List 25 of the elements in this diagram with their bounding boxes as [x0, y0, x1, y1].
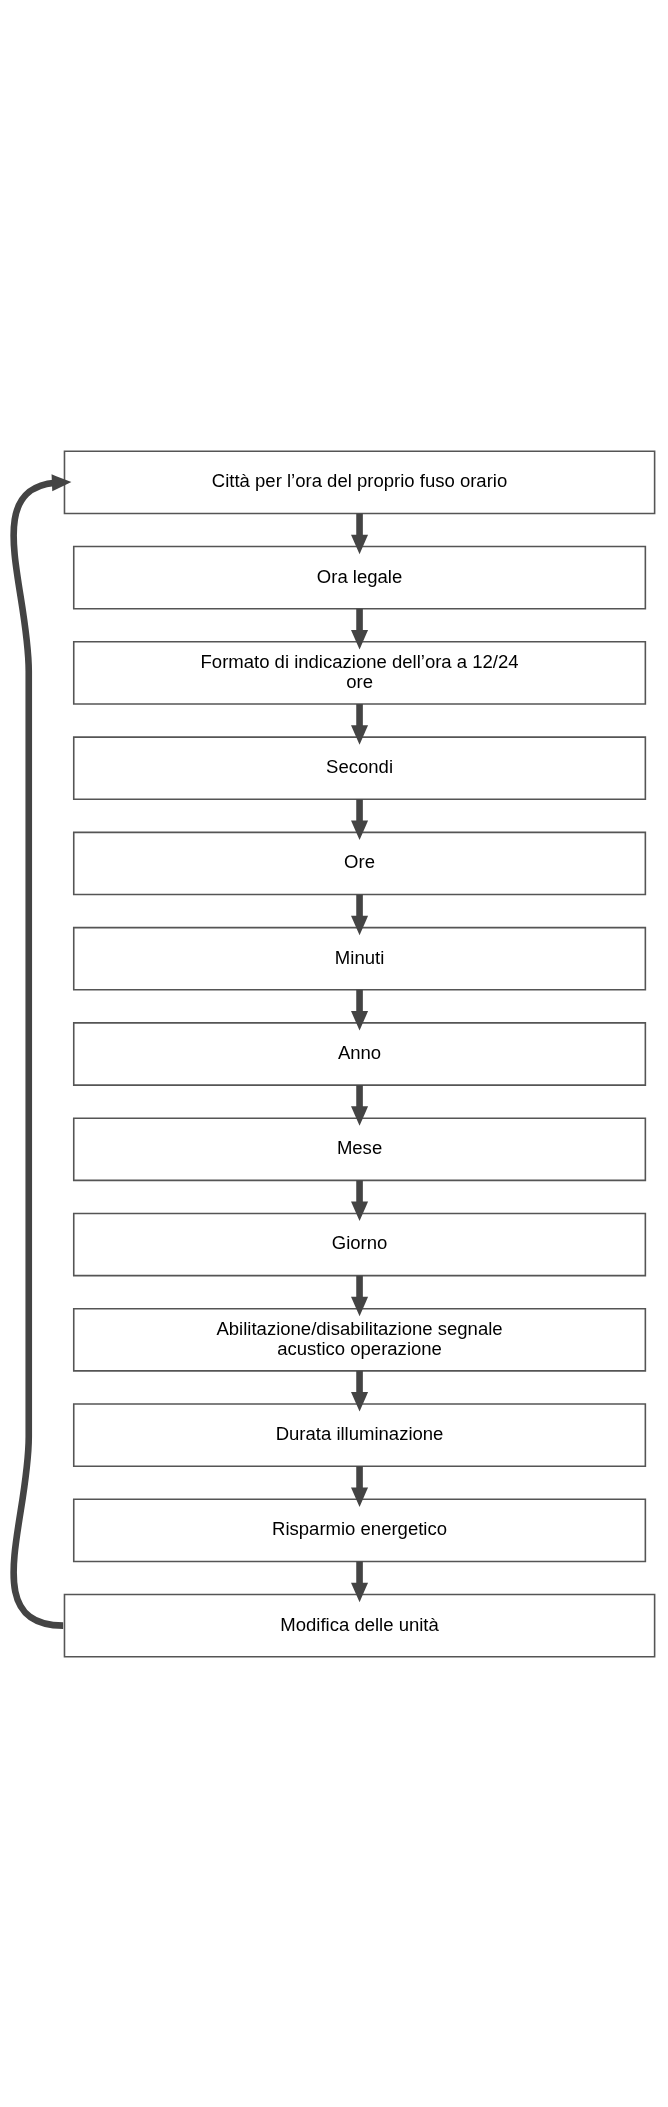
- node-box: Anno: [72, 1021, 647, 1086]
- arrow: [351, 1179, 369, 1221]
- node-box: Città per l’ora del proprio fuso orario: [63, 450, 656, 514]
- node-box: Risparmio energetico: [72, 1497, 647, 1562]
- arrow: [351, 1465, 369, 1507]
- node-box: Ora legale: [72, 545, 647, 610]
- arrow: [351, 703, 369, 745]
- arrow: [351, 894, 369, 935]
- node-box: Modifica delle unità: [63, 1593, 656, 1657]
- arrow: [351, 513, 369, 554]
- node-box: Mese: [72, 1116, 647, 1181]
- arrow: [351, 1084, 369, 1126]
- node-box: Minuti: [72, 926, 647, 991]
- node-box: Giorno: [72, 1212, 647, 1276]
- arrow: [351, 798, 369, 840]
- arrow: [351, 1370, 369, 1412]
- node-box: Secondi: [72, 735, 647, 800]
- node-box: Abilitazione/disabilitazione segnale acustico operazione: [72, 1307, 647, 1372]
- node-box: Formato di indicazione dell’ora a 12/24 ore: [72, 640, 647, 705]
- node-box: Durata illuminazione: [72, 1402, 647, 1467]
- arrow: [351, 608, 369, 649]
- arrow: [351, 989, 369, 1031]
- node-box: Ore: [72, 831, 647, 895]
- arrow: [351, 1275, 369, 1316]
- arrow: [10, 473, 72, 1629]
